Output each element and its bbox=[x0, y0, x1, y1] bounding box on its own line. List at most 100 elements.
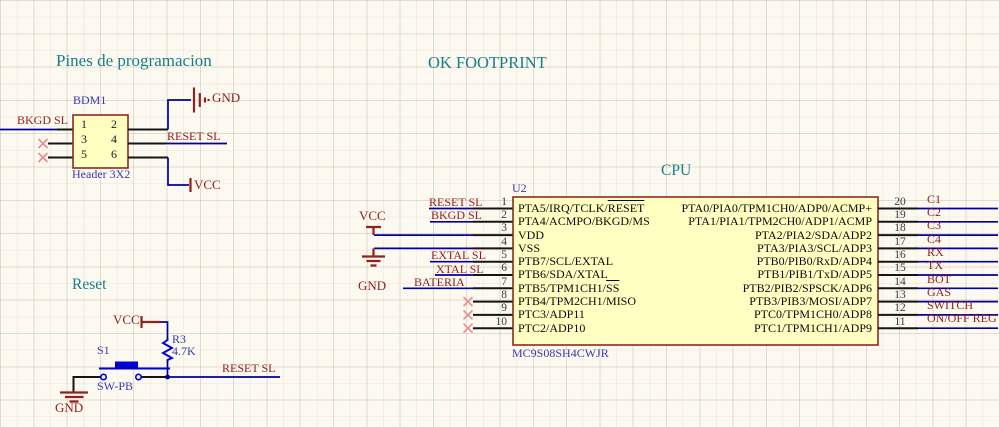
pin-number: 11 bbox=[894, 315, 906, 328]
title-footprint[interactable]: OK FOOTPRINT bbox=[428, 53, 547, 72]
pin-number: 14 bbox=[894, 275, 906, 288]
reset-gnd-label[interactable]: GND bbox=[55, 399, 84, 415]
pin-name: PTB1/PIB1/TxD/ADP5 bbox=[757, 267, 872, 282]
reset-vcc-label[interactable]: VCC bbox=[113, 312, 140, 327]
pin-name: VDD bbox=[518, 227, 544, 242]
cpu-right-net-wires[interactable] bbox=[918, 207, 998, 330]
net-label-reset-cpu[interactable]: RESET SL bbox=[429, 194, 483, 209]
net-label[interactable]: SWITCH bbox=[927, 298, 973, 313]
net-label[interactable]: TX bbox=[927, 258, 943, 273]
bdm-gnd-dot bbox=[207, 98, 210, 102]
pin-number: 12 bbox=[894, 302, 906, 315]
cpu-no-connect-icon[interactable] bbox=[462, 296, 474, 334]
title-reset[interactable]: Reset bbox=[72, 276, 107, 293]
pin-name: PTA4/ACMPO/BKGD/MS bbox=[518, 214, 650, 229]
net-label[interactable]: ON/OFF REG bbox=[927, 311, 997, 326]
pin-name: PTA0/PIA0/TPM1CH0/ADP0/ACMP+ bbox=[681, 200, 872, 215]
bdm-gnd-label[interactable]: GND bbox=[212, 90, 241, 105]
switch-actuator[interactable] bbox=[115, 361, 138, 369]
switch-left-wire[interactable] bbox=[72, 376, 102, 392]
pin-number: 5 bbox=[81, 147, 87, 162]
pin-number: 5 bbox=[501, 249, 507, 262]
pin-name: PTC1/TPM1CH1/ADP9 bbox=[753, 320, 872, 335]
bdm-gnd-wire[interactable] bbox=[167, 99, 191, 130]
cpu-vcc-symbol-icon[interactable] bbox=[366, 225, 381, 236]
bdm-part-label[interactable]: Header 3X2 bbox=[72, 167, 131, 181]
pin-name: PTA1/PIA1/TPM2CH0/ADP1/ACMP bbox=[688, 214, 872, 229]
bdm-designator[interactable]: BDM1 bbox=[73, 93, 107, 107]
pin-number: 16 bbox=[894, 249, 906, 262]
cpu-part-number[interactable]: MC9S08SH4CWJR bbox=[512, 346, 609, 360]
pin-number: 1 bbox=[81, 117, 87, 132]
pin-number: 9 bbox=[501, 302, 507, 315]
pin-name: PTB6/SDA/XTAL bbox=[518, 267, 608, 282]
title-cpu[interactable]: CPU bbox=[661, 162, 692, 179]
net-label[interactable]: C3 bbox=[927, 218, 942, 233]
pin-name: VSS bbox=[518, 240, 541, 255]
title-programming[interactable]: Pines de programacion bbox=[56, 51, 212, 70]
cpu-left-net-wires[interactable] bbox=[374, 207, 473, 290]
pin-name: PTA5/IRQ/TCLK/RESET bbox=[518, 200, 645, 215]
net-label-bkgd-cpu[interactable]: BKGD SL bbox=[431, 208, 483, 222]
switch-terminal-left[interactable] bbox=[100, 373, 108, 381]
net-label-reset-bdm[interactable]: RESET SL bbox=[167, 128, 221, 143]
cpu-gnd-label[interactable]: GND bbox=[358, 278, 387, 293]
net-label[interactable]: BOT bbox=[927, 271, 951, 286]
switch-designator[interactable]: S1 bbox=[97, 342, 110, 357]
net-label[interactable]: C1 bbox=[927, 191, 942, 206]
pin-number: 1 bbox=[501, 195, 507, 208]
net-label-bateria[interactable]: BATERIA bbox=[414, 275, 465, 289]
cpu-right-pin-stubs[interactable] bbox=[878, 207, 918, 330]
switch-part-label[interactable]: SW-PB bbox=[97, 378, 134, 393]
bdm-vcc-label[interactable]: VCC bbox=[194, 176, 221, 192]
bdm-gnd-symbol-icon[interactable] bbox=[192, 87, 207, 113]
pin-name: PTB7/SCL/EXTAL bbox=[518, 254, 614, 269]
net-label[interactable]: C2 bbox=[927, 205, 942, 220]
bdm-no-connect-icon[interactable] bbox=[37, 138, 49, 163]
net-label-extal[interactable]: EXTAL SL bbox=[431, 248, 486, 262]
bdm-connector-body[interactable] bbox=[72, 114, 129, 169]
net-label[interactable]: GAS bbox=[927, 284, 952, 299]
pin-number: 18 bbox=[894, 222, 906, 235]
net-label[interactable]: RX bbox=[927, 244, 944, 259]
reset-vcc-wire[interactable] bbox=[160, 321, 169, 338]
cpu-vcc-label[interactable]: VCC bbox=[359, 208, 386, 223]
bdm-vcc-wire[interactable] bbox=[167, 157, 189, 186]
pin-name: PTA2/PIA2/SDA/ADP2 bbox=[754, 227, 872, 242]
cpu-body[interactable] bbox=[512, 196, 879, 346]
resistor-designator[interactable]: R3 bbox=[172, 331, 187, 346]
net-label[interactable]: C4 bbox=[927, 231, 942, 246]
pin-number: 3 bbox=[501, 222, 507, 235]
pin-number: 7 bbox=[501, 275, 507, 288]
pin-name: PTB2/PIB2/SPSCK/ADP6 bbox=[742, 280, 872, 295]
pin-number: 17 bbox=[894, 235, 906, 248]
cpu-right-pin-names: PTA0/PIA0/TPM1CH0/ADP0/ACMP+PTA1/PIA1/TP… bbox=[560, 200, 872, 335]
cpu-gnd-symbol-icon[interactable] bbox=[362, 248, 385, 267]
pin-name: PTA3/PIA3/SCL/ADP3 bbox=[756, 240, 872, 255]
net-label-bkgd[interactable]: BKGD SL bbox=[17, 113, 69, 127]
reset-vcc-symbol-icon[interactable] bbox=[140, 316, 161, 328]
reset-gnd-symbol-icon[interactable] bbox=[60, 391, 88, 403]
pin-name: PTB5/TPM1CH1/SS bbox=[518, 280, 620, 295]
net-label-reset-out[interactable]: RESET SL bbox=[222, 361, 276, 375]
cpu-left-pin-stubs[interactable] bbox=[473, 207, 513, 330]
resistor-value[interactable]: 4.7K bbox=[172, 344, 196, 358]
pin-number: 2 bbox=[111, 117, 117, 132]
switch-terminal-right[interactable] bbox=[135, 373, 143, 381]
pin-name: PTB3/PIB3/MOSI/ADP7 bbox=[749, 294, 872, 309]
pin-number: 4 bbox=[501, 235, 507, 248]
pin-number: 4 bbox=[111, 132, 117, 147]
resistor-symbol[interactable] bbox=[161, 338, 175, 362]
net-label-xtal[interactable]: XTAL SL bbox=[436, 261, 484, 276]
pin-name: PTB0/PIB0/RxD/ADP4 bbox=[756, 254, 872, 269]
pin-number: 6 bbox=[111, 147, 117, 162]
cpu-designator[interactable]: U2 bbox=[512, 180, 527, 195]
pin-number: 10 bbox=[495, 315, 508, 328]
pin-number: 15 bbox=[894, 262, 906, 275]
